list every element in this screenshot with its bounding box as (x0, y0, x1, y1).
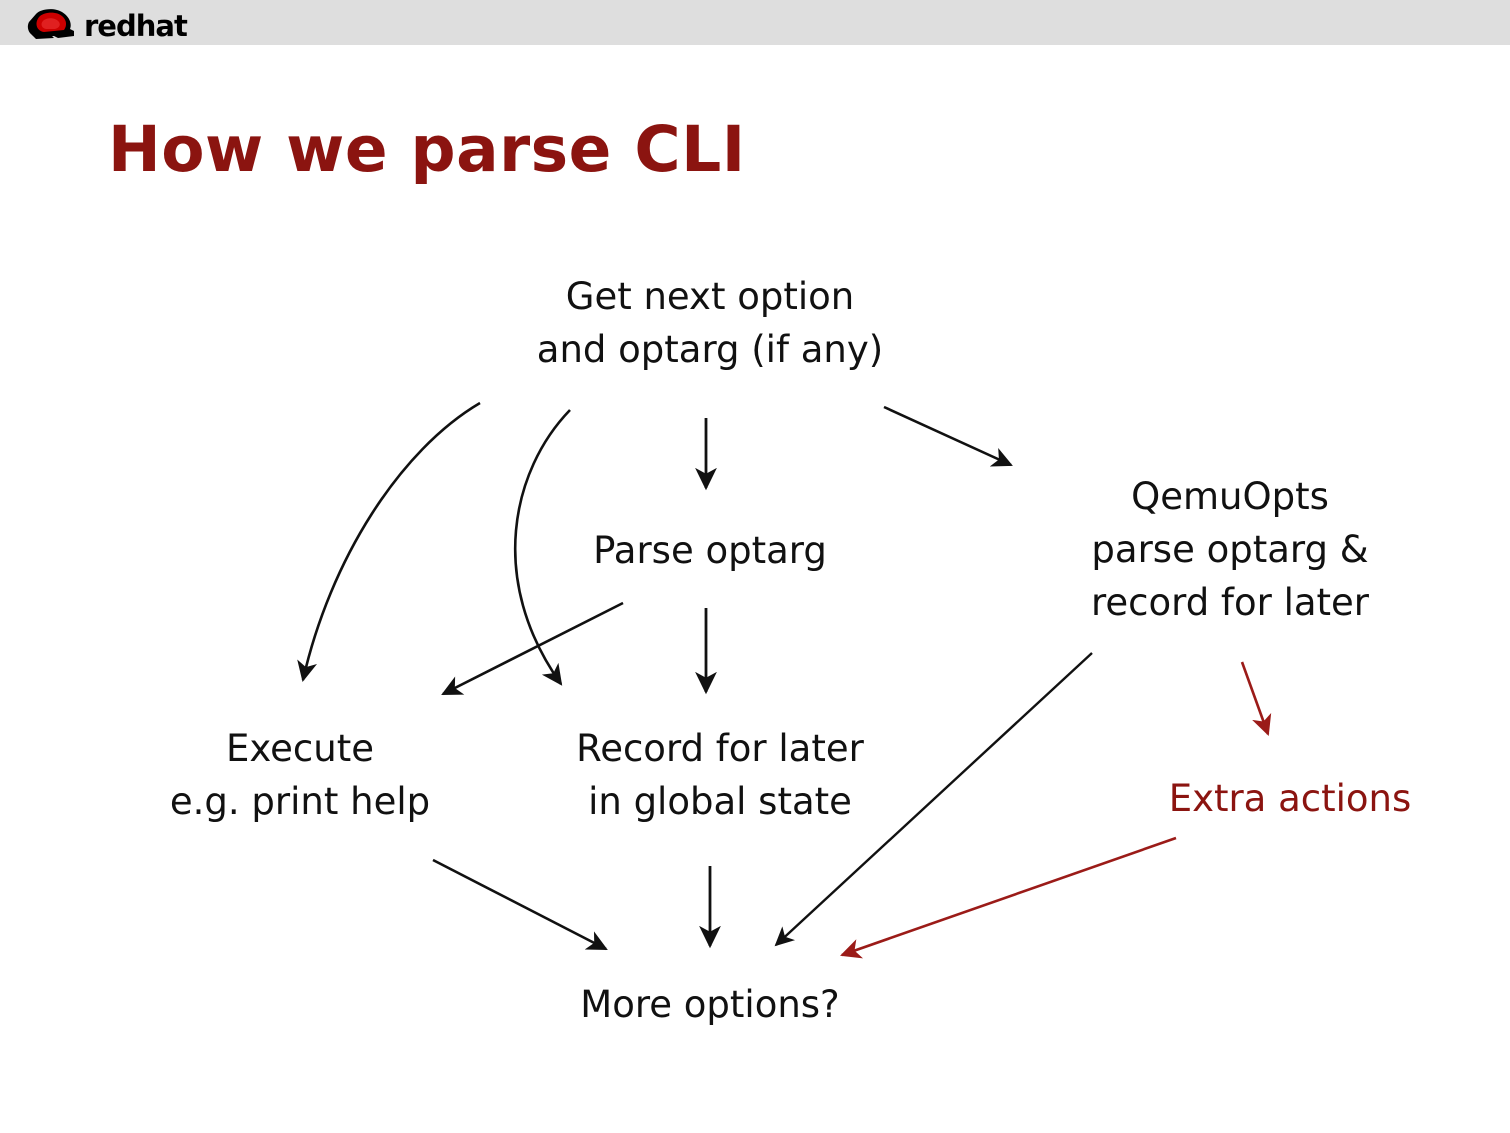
edge-qemuopts-to-extra-actions (1240, 661, 1272, 736)
node-qemuopts-line-2: parse optarg & (1091, 528, 1369, 571)
redhat-wordmark: redhat (84, 9, 188, 43)
node-record-for-later: Record for later in global state (500, 722, 940, 828)
node-get-next-option-line-2: and optarg (if any) (536, 328, 884, 371)
node-get-next-option-line-1: Get next option (565, 275, 855, 318)
node-more-options-line-1: More options? (580, 983, 840, 1026)
node-qemuopts-line-3: record for later (1090, 581, 1370, 624)
redhat-logo: redhat (22, 2, 222, 52)
node-parse-optarg-line-1: Parse optarg (593, 529, 827, 572)
node-parse-optarg: Parse optarg (520, 524, 900, 577)
node-more-options: More options? (520, 978, 900, 1031)
edge-get-next-to-execute (297, 401, 481, 683)
redhat-shadowman-logo-icon (27, 9, 75, 39)
node-qemuopts: QemuOpts parse optarg & record for later (1030, 470, 1430, 629)
header-band (0, 0, 1510, 45)
node-qemuopts-line-1: QemuOpts (1131, 475, 1329, 518)
node-record-for-later-line-1: Record for later (576, 727, 864, 770)
page-title: How we parse CLI (108, 113, 746, 186)
node-extra-actions: Extra actions (1110, 772, 1470, 825)
edge-execute-to-more-options (432, 858, 608, 951)
node-extra-actions-line-1: Extra actions (1168, 777, 1412, 820)
node-execute-line-1: Execute (226, 727, 374, 770)
node-execute-line-2: e.g. print help (169, 780, 431, 823)
edge-extra-actions-to-more-options (840, 836, 1177, 959)
redhat-wordmark-text: redhat (84, 9, 188, 43)
node-execute: Execute e.g. print help (100, 722, 500, 828)
edge-get-next-to-qemuopts (883, 405, 1013, 467)
edge-parse-to-execute-area (441, 601, 624, 696)
node-get-next-option: Get next option and optarg (if any) (460, 270, 960, 376)
node-record-for-later-line-2: in global state (588, 780, 852, 823)
